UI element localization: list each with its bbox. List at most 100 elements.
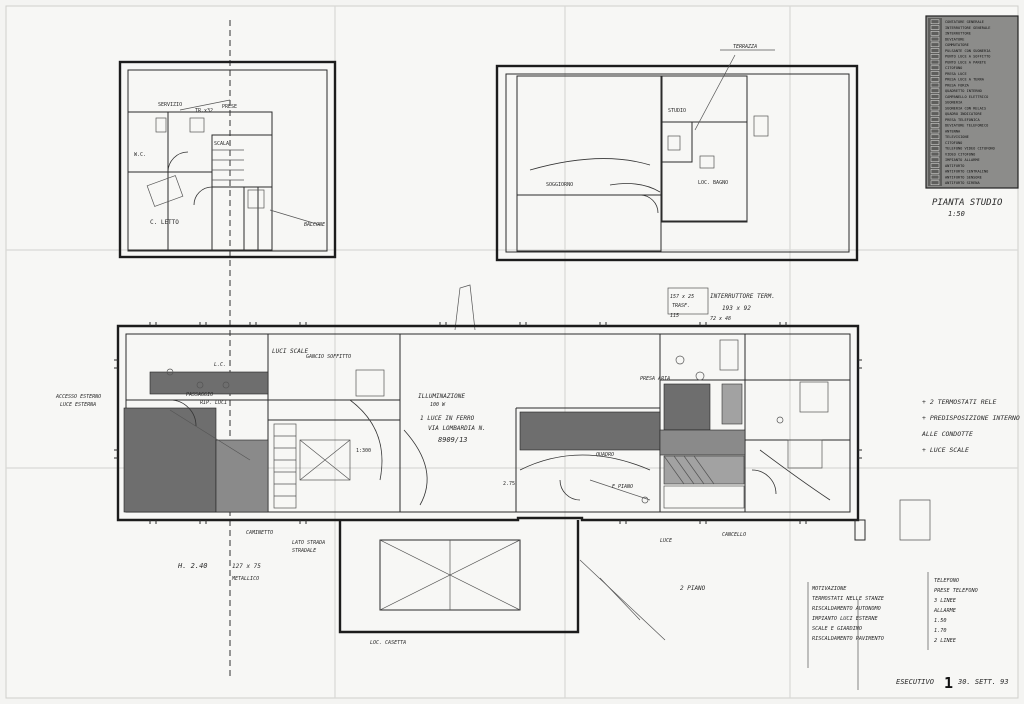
main-note-2: GANCIO SOFFITTO — [306, 354, 351, 360]
right-note-line: ALLE CONDOTTE — [921, 430, 973, 438]
main-note-6: VIA LOMBARDIA N. — [428, 425, 486, 432]
legend-symbol-icon — [930, 128, 940, 134]
mid-note-6: 72 x 48 — [710, 316, 731, 322]
legend-item-label: PRESA LUCE — [945, 72, 967, 76]
label-upper-left-balcony: BALCONE — [304, 222, 325, 228]
legend-symbol-icon — [930, 19, 940, 25]
label-upper-left-stair: SCALA — [214, 141, 229, 147]
right-note-line: + LUCE SCALE — [922, 446, 969, 454]
legend-item-label: PUNTO LUCE A PARETE — [945, 60, 986, 64]
legend-symbol-icon — [930, 82, 940, 88]
notes-block-telephone-line: 3 LINEE — [933, 598, 957, 604]
notes-block-telephone-line: 1.70 — [934, 628, 947, 634]
legend-symbol-icon — [930, 31, 940, 36]
legend-item-label: TELEVISIONE — [945, 135, 969, 139]
legend-symbol-icon — [930, 174, 940, 180]
legend-item-label: DEVIATORE TELEFONICO — [945, 124, 988, 128]
main-note-14: LUCE ESTERNA — [60, 402, 96, 408]
legend-symbol-icon — [930, 48, 940, 53]
main-note-4: 100 W — [430, 402, 446, 408]
legend-box — [925, 15, 1019, 189]
legend-item-label: COMMUTATORE — [945, 43, 969, 47]
legend-symbol-icon — [930, 105, 940, 111]
main-note-21: QUADRO — [596, 452, 614, 458]
main-note-19: L.C. — [214, 362, 226, 368]
label-bottom-loc: LOC. CASETTA — [370, 640, 406, 646]
legend-item-label: ANTENNA — [945, 129, 961, 133]
legend-symbol-icon — [930, 123, 940, 128]
legend-item-label: IMPIANTO ALLARME — [945, 158, 980, 162]
right-note-line: + PREDISPOSIZIONE INTERNO — [922, 414, 1020, 422]
main-note-10: METALLICO — [231, 576, 259, 582]
right-notes: + 2 TERMOSTATI RELE+ PREDISPOSIZIONE INT… — [921, 398, 1020, 454]
main-note-9: 127 x 75 — [232, 563, 261, 570]
main-note-11: PASSAGGIO — [186, 392, 213, 398]
legend-item-label: ANTIFURTO SENSORE — [945, 175, 982, 179]
main-note-8: H. 2.40 — [177, 562, 208, 570]
legend-item-label: PUNTO LUCE A SOFFITTO — [945, 55, 990, 59]
label-upper-left-room: C. LETTO — [150, 219, 179, 226]
stamp-date: 30. SETT. 93 — [957, 678, 1009, 686]
notes-block-telephone-line: 1.50 — [934, 618, 947, 624]
notes-block-frame — [807, 572, 929, 690]
legend-item-label: DEVIATORE — [945, 37, 964, 41]
label-upper-left-note: PRESE — [222, 104, 237, 110]
legend-symbol-icon — [930, 163, 940, 168]
main-note-24: PRESA ARIA — [640, 376, 670, 382]
legend-symbol-icon — [930, 88, 940, 94]
stamp-label: ESECUTIVO — [896, 678, 934, 686]
legend-symbol-icon — [930, 65, 940, 71]
main-note-25: RIP. LUCI — [200, 400, 227, 406]
label-upper-left-small: TR.x32 — [195, 108, 213, 114]
legend-symbol-icon — [930, 54, 940, 59]
legend-item-label: PRESA FORZA — [945, 83, 970, 87]
main-note-16: STRADALE — [292, 548, 316, 554]
sheet-title: PIANTA STUDIO — [932, 198, 1003, 208]
legend-item-label: VIDEO CITOFONO — [945, 152, 975, 156]
upper-left-plan — [118, 60, 337, 259]
label-upper-right-room2: LOC. BAGNO — [698, 180, 728, 186]
main-note-20: LUCE — [660, 538, 672, 544]
label-bottom-small: 2 PIANO — [680, 585, 706, 592]
paper-sheet — [5, 5, 1019, 699]
legend-symbol-icon — [930, 42, 940, 48]
main-note-12: CAMINETTO — [246, 530, 273, 536]
main-note-17: 1:300 — [356, 448, 371, 454]
mid-note-3: INTERRUTTORE TERM. — [710, 293, 775, 300]
notes-block-line: MOTIVAZIONE — [811, 586, 847, 592]
main-note-22: E PIANO — [612, 484, 633, 490]
legend-symbol-icon — [930, 71, 940, 76]
legend-symbol-icon — [930, 59, 940, 65]
mid-note-1: 157 x 25 — [670, 294, 694, 300]
legend-symbol-icon — [930, 117, 940, 122]
legend-item-label: CONTATORE GENERALE — [945, 20, 984, 24]
notes-block-line: SCALE E GIARDINO — [812, 626, 862, 632]
legend-symbol-icon — [930, 25, 940, 30]
notes-block: MOTIVAZIONE TERMOSTATI NELLE STANZE RISCAL… — [811, 586, 885, 642]
label-upper-right-room1: SOGGIORNO — [546, 182, 573, 188]
legend-item-label: INTERRUTTORE — [945, 32, 971, 36]
legend-symbol-icon — [930, 36, 940, 42]
legend-item-label: ANTIFURTO — [945, 164, 964, 168]
notes-block-telephone-line: PRESE TELEFONO — [934, 588, 978, 594]
legend-item-label: CITOFONO — [945, 66, 962, 70]
legend-symbol-icon — [930, 100, 940, 105]
legend-symbol-icon — [930, 157, 940, 163]
upper-right-plan — [495, 49, 859, 262]
legend-symbol-icon — [930, 94, 940, 99]
mid-notes — [454, 284, 709, 331]
main-note-13: ACCESSO ESTERNO — [55, 394, 101, 400]
sheet-title-sub: 1:50 — [948, 210, 965, 218]
notes-block-telephone-line: TELEFONO — [934, 578, 959, 584]
main-note-15: LATO STRADA — [292, 540, 325, 546]
legend-symbol-icon — [930, 180, 940, 186]
notes-block-telephone-line: 2 LINEE — [934, 638, 957, 644]
notes-block-line: RISCALDAMENTO AUTONOMO — [812, 606, 881, 612]
main-note-7: 8909/13 — [438, 436, 468, 444]
main-plan-shaded — [123, 371, 746, 513]
legend-symbol-icon — [930, 169, 940, 174]
notes-block-telephone-line: ALLARME — [933, 608, 957, 614]
legend-item-label: ANTIFURTO CENTRALINO — [945, 170, 988, 174]
notes-block-line: TERMOSTATI NELLE STANZE — [812, 596, 885, 602]
